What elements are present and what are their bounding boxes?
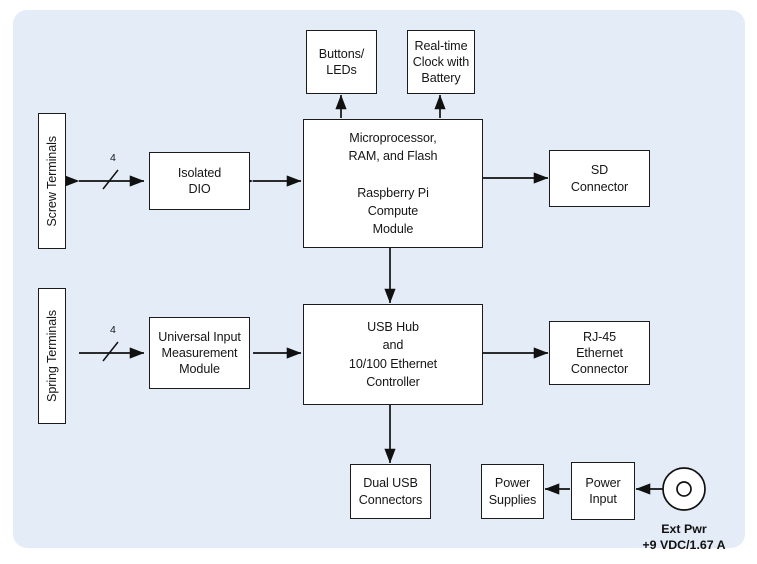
block-sd-connector-label: SD Connector	[570, 163, 629, 194]
block-processor-label: Microprocessor, RAM, and Flash Raspberry…	[348, 130, 438, 236]
block-universal-input-measurement-label: Universal Input Measurement Module	[158, 329, 241, 377]
block-sd-connector[interactable]: SD Connector	[549, 150, 650, 207]
block-isolated-dio[interactable]: Isolated DIO	[149, 152, 250, 210]
block-rj45-ethernet-connector[interactable]: RJ-45 Ethernet Connector	[549, 321, 650, 385]
ext-power-caption: Ext Pwr +9 VDC/1.67 A	[642, 522, 726, 553]
bus-width-label-dio: 4	[110, 152, 116, 164]
block-spring-terminals-label: Spring Terminals	[45, 310, 59, 402]
block-power-input[interactable]: Power Input	[571, 462, 635, 520]
block-dual-usb-connectors[interactable]: Dual USB Connectors	[350, 464, 431, 519]
block-buttons-leds-label: Buttons/ LEDs	[318, 46, 365, 77]
block-screw-terminals-label: Screw Terminals	[45, 135, 59, 227]
block-realtime-clock-label: Real-time Clock with Battery	[412, 38, 470, 86]
block-usb-hub-ethernet[interactable]: USB Hub and 10/100 Ethernet Controller	[303, 304, 483, 405]
bus-width-label-input: 4	[110, 324, 116, 336]
block-spring-terminals[interactable]: Spring Terminals	[38, 288, 66, 424]
block-dual-usb-connectors-label: Dual USB Connectors	[358, 476, 423, 507]
block-isolated-dio-label: Isolated DIO	[177, 165, 222, 196]
block-screw-terminals[interactable]: Screw Terminals	[38, 113, 66, 249]
block-universal-input-measurement[interactable]: Universal Input Measurement Module	[149, 317, 250, 389]
block-rj45-ethernet-connector-label: RJ-45 Ethernet Connector	[570, 329, 629, 377]
block-buttons-leds[interactable]: Buttons/ LEDs	[306, 30, 377, 94]
block-power-supplies-label: Power Supplies	[488, 476, 537, 507]
block-realtime-clock[interactable]: Real-time Clock with Battery	[407, 30, 475, 94]
diagram-background-panel	[13, 10, 745, 548]
block-usb-hub-ethernet-label: USB Hub and 10/100 Ethernet Controller	[348, 320, 438, 389]
block-processor[interactable]: Microprocessor, RAM, and Flash Raspberry…	[303, 119, 483, 248]
block-power-input-label: Power Input	[585, 475, 621, 506]
block-power-supplies[interactable]: Power Supplies	[481, 464, 544, 519]
